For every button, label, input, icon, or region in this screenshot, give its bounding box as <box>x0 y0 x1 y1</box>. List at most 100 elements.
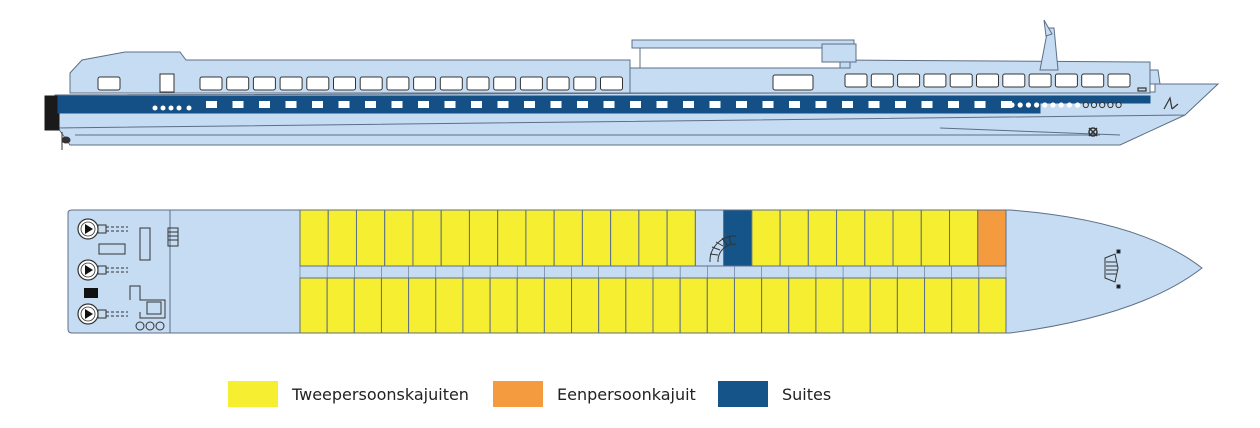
stern-equipment-block <box>98 243 126 255</box>
profile-door <box>159 73 175 93</box>
stern-round-2 <box>145 321 155 331</box>
stern-stairwell <box>129 285 166 319</box>
double-cabin <box>924 277 953 334</box>
profile-stripe-window <box>232 101 244 108</box>
profile-stripe-window <box>338 101 350 108</box>
profile-window <box>897 73 921 88</box>
double-cabin <box>788 277 817 334</box>
profile-porthole <box>1009 102 1015 108</box>
profile-stripe-window <box>921 101 933 108</box>
profile-porthole <box>1058 102 1064 108</box>
double-cabin <box>408 277 437 334</box>
suite-cabin <box>723 209 753 267</box>
profile-window <box>870 73 894 88</box>
profile-porthole <box>1090 101 1098 109</box>
stern-panel <box>139 227 151 261</box>
legend-swatch-single <box>493 381 543 407</box>
double-cabin <box>638 209 668 267</box>
double-cabin <box>355 209 386 267</box>
double-cabin <box>598 277 627 334</box>
legend-item-double: Tweepersoonskajuiten <box>228 381 469 407</box>
profile-porthole <box>160 105 166 111</box>
profile-stripe-window <box>550 101 562 108</box>
sun-deck-rail <box>639 47 851 69</box>
double-cabin <box>327 209 357 267</box>
double-cabin <box>489 277 518 334</box>
profile-stripe-window <box>391 101 403 108</box>
profile-porthole <box>1099 101 1106 109</box>
double-cabin <box>706 277 735 334</box>
deck-plan <box>67 209 1203 334</box>
wheelhouse <box>821 43 857 63</box>
anchor-icon <box>1088 127 1098 137</box>
double-cabin <box>380 277 410 334</box>
profile-stripe-window <box>1001 101 1012 108</box>
profile-stripe-window <box>365 101 376 108</box>
profile-porthole <box>168 105 174 111</box>
profile-stripe-window <box>524 101 535 108</box>
double-cabin <box>625 277 654 334</box>
profile-window <box>519 76 543 91</box>
double-cabin <box>949 209 979 267</box>
mast <box>1039 27 1059 71</box>
legend-label-suite: Suites <box>782 384 832 404</box>
profile-window <box>97 76 121 91</box>
stern-grille-lines <box>168 231 178 241</box>
double-cabin <box>525 209 555 267</box>
profile-stripe-window <box>312 101 323 108</box>
profile-window <box>306 76 330 91</box>
double-cabin <box>978 277 1007 334</box>
double-cabin <box>815 277 844 334</box>
double-cabin <box>896 277 926 334</box>
double-cabin <box>468 209 499 267</box>
double-cabin <box>610 209 640 267</box>
profile-stripe-window <box>259 101 270 108</box>
profile-window <box>493 76 517 91</box>
profile-porthole <box>1025 102 1031 108</box>
profile-porthole <box>1115 101 1122 109</box>
double-cabin <box>679 277 708 334</box>
legend-item-suite: Suites <box>718 381 831 407</box>
engine-icon <box>77 218 128 240</box>
sun-deck-canopy <box>631 39 855 49</box>
profile-window <box>199 76 223 91</box>
profile-stripe-window <box>974 101 986 108</box>
double-cabin <box>842 277 871 334</box>
double-cabin <box>652 277 681 334</box>
stairwell-area <box>694 209 725 267</box>
profile-window <box>1028 73 1052 88</box>
stern-dark-block <box>84 288 98 298</box>
profile-stripe-window <box>630 101 641 108</box>
double-cabin <box>543 277 573 334</box>
profile-porthole <box>1082 101 1089 109</box>
profile-window <box>1107 73 1131 88</box>
double-cabin <box>553 209 583 267</box>
profile-porthole <box>1017 102 1023 108</box>
profile-window <box>1002 73 1026 88</box>
profile-porthole <box>1034 102 1040 108</box>
profile-window <box>600 76 623 91</box>
double-cabin <box>299 209 329 267</box>
profile-window <box>333 76 356 91</box>
double-cabin <box>326 277 355 334</box>
mast-flag <box>1043 19 1053 37</box>
profile-window <box>439 76 463 91</box>
double-cabin <box>440 209 470 267</box>
double-cabin <box>462 277 491 334</box>
double-cabin <box>384 209 414 267</box>
profile-porthole <box>1107 101 1114 109</box>
profile-window <box>573 76 597 91</box>
double-cabin <box>892 209 922 267</box>
stern-door <box>146 301 162 315</box>
profile-window <box>546 76 570 91</box>
profile-portholes <box>152 101 1122 111</box>
double-cabin <box>751 209 781 267</box>
stern-grille <box>167 227 179 247</box>
profile-window <box>413 76 437 91</box>
single-cabin <box>977 209 1007 267</box>
double-cabin <box>761 277 790 334</box>
profile-stripe-window <box>895 101 906 108</box>
double-cabin <box>920 209 951 267</box>
double-cabin <box>733 277 763 334</box>
